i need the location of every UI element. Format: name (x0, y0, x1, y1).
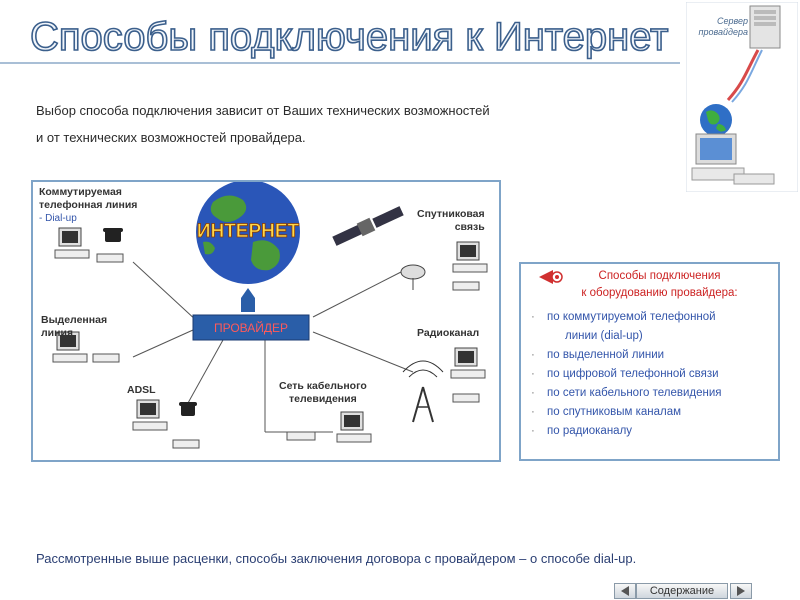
leased-computer-icon (52, 331, 120, 363)
adsl-label: ADSL (127, 384, 156, 396)
methods-item-digital-phone: по цифровой телефонной связи (531, 365, 768, 384)
arrow-right-icon (737, 586, 745, 596)
dialup-phone-icon (103, 228, 123, 242)
prev-button[interactable] (614, 583, 636, 599)
next-button[interactable] (730, 583, 752, 599)
methods-item-leased: по выделенной линии (531, 346, 768, 365)
leased-label: Выделенная линия (41, 314, 108, 339)
dialup-sub-label: - Dial-up (39, 213, 77, 224)
dialup-label: Коммутируемая телефонная линия (39, 186, 138, 211)
methods-item-cable-tv: по сети кабельного телевидения (531, 384, 768, 403)
intro-line-1: Выбор способа подключения зависит от Ваш… (36, 103, 490, 118)
footer-text: Рассмотренные выше расценки, способы зак… (36, 551, 637, 566)
satellite-dish-icon (400, 264, 426, 290)
methods-item-dialup: по коммутируемой телефонной (531, 308, 768, 327)
provider-box (192, 314, 310, 341)
connection-lines (132, 261, 414, 433)
methods-heading: Способы подключения к оборудованию прова… (581, 270, 738, 299)
page-title: Способы подключения к Интернет (28, 8, 678, 60)
methods-item-dialup-cont: линии (dial-up) (565, 330, 643, 342)
adsl-computer-icon (132, 399, 200, 449)
connection-diagram: ИНТЕРНЕТ ПРОВАЙДЕР (31, 180, 501, 462)
server-icon (749, 5, 781, 49)
computer-icon (691, 133, 775, 185)
intro-line-2: и от технических возможностей провайдера… (36, 130, 306, 145)
contents-button[interactable]: Содержание (636, 583, 728, 599)
connection-methods-box: Способы подключения к оборудованию прова… (519, 262, 780, 461)
title-underline (0, 62, 680, 64)
up-arrow-icon (241, 288, 255, 312)
internet-globe-icon (196, 182, 300, 284)
server-illustration (685, 1, 799, 193)
cable-computer-icon (286, 411, 372, 443)
intro-text: Выбор способа подключения зависит от Ваш… (36, 97, 636, 151)
server-label: Сервер провайдера (698, 16, 748, 37)
radio-tower-icon (402, 360, 444, 423)
satellite-label: Спутниковая связь (417, 208, 485, 233)
methods-list: по коммутируемой телефонной линии (dial-… (531, 308, 768, 441)
radio-computer-icon (450, 347, 486, 403)
methods-item-satellite: по спутниковым каналам (531, 403, 768, 422)
cable-label: Сеть кабельного телевидения (279, 380, 367, 405)
satellite-computer-icon (452, 241, 488, 291)
page-title-text: Способы подключения к Интернет (30, 15, 668, 59)
globe-icon (700, 104, 732, 136)
arrow-left-icon (621, 586, 629, 596)
eye-arrow-icon (539, 270, 563, 284)
satellite-icon (332, 206, 404, 246)
internet-label: ИНТЕРНЕТ (197, 221, 300, 242)
dialup-computer-icon (54, 227, 124, 263)
methods-item-radio: по радиоканалу (531, 422, 768, 441)
radio-label: Радиоканал (417, 327, 480, 339)
provider-label: ПРОВАЙДЕР (214, 320, 288, 335)
adsl-phone-icon (179, 402, 197, 416)
